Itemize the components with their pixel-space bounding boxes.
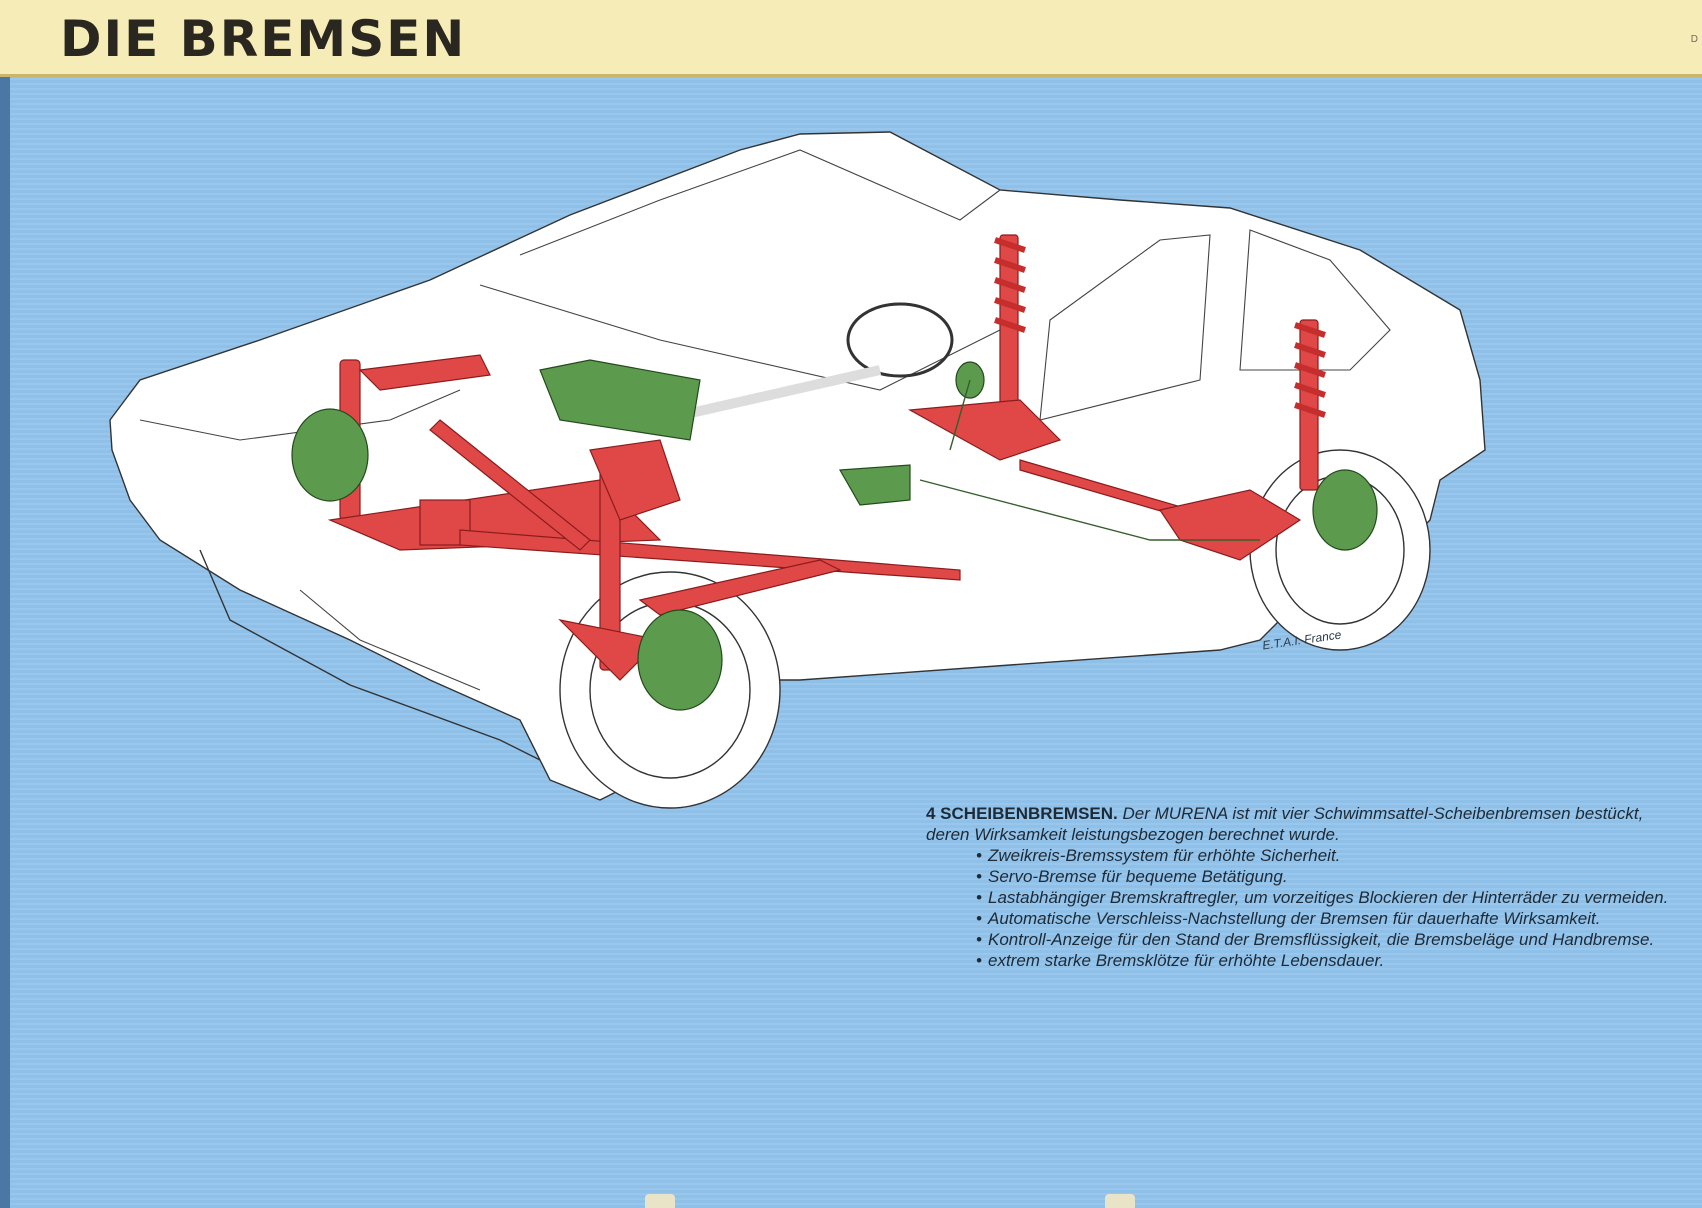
coil-springs xyxy=(994,237,1326,418)
list-item: Kontroll-Anzeige für den Stand der Brems… xyxy=(976,929,1686,950)
brake-components xyxy=(291,359,1378,711)
car-windows xyxy=(139,149,1391,691)
feature-list: Zweikreis-Bremssystem für erhöhte Sicher… xyxy=(926,845,1686,971)
steering-wheel xyxy=(658,302,954,425)
binding-clip xyxy=(1105,1194,1135,1208)
page-mark: D xyxy=(1690,34,1698,45)
caption-intro: 4 SCHEIBENBREMSEN. Der MURENA ist mit vi… xyxy=(926,803,1686,845)
list-item: extrem starke Bremsklötze für erhöhte Le… xyxy=(976,950,1686,971)
suspension-parts xyxy=(327,234,1319,681)
list-item: Lastabhängiger Bremskraftregler, um vorz… xyxy=(976,887,1686,908)
caption-intro-text: Der MURENA ist mit vier Schwimmsattel-Sc… xyxy=(926,804,1644,844)
list-item: Automatische Verschleiss-Nachstellung de… xyxy=(976,908,1686,929)
car-brake-system-illustration xyxy=(109,131,1486,809)
binding-clip xyxy=(645,1194,675,1208)
brake-features-caption: 4 SCHEIBENBREMSEN. Der MURENA ist mit vi… xyxy=(926,803,1686,971)
brake-lines xyxy=(919,379,1260,541)
page-title: DIE BREMSEN xyxy=(60,10,467,68)
list-item: Zweikreis-Bremssystem für erhöhte Sicher… xyxy=(976,845,1686,866)
caption-lead: 4 SCHEIBENBREMSEN. xyxy=(926,804,1118,823)
list-item: Servo-Bremse für bequeme Betätigung. xyxy=(976,866,1686,887)
page-header: DIE BREMSEN D xyxy=(0,0,1702,77)
